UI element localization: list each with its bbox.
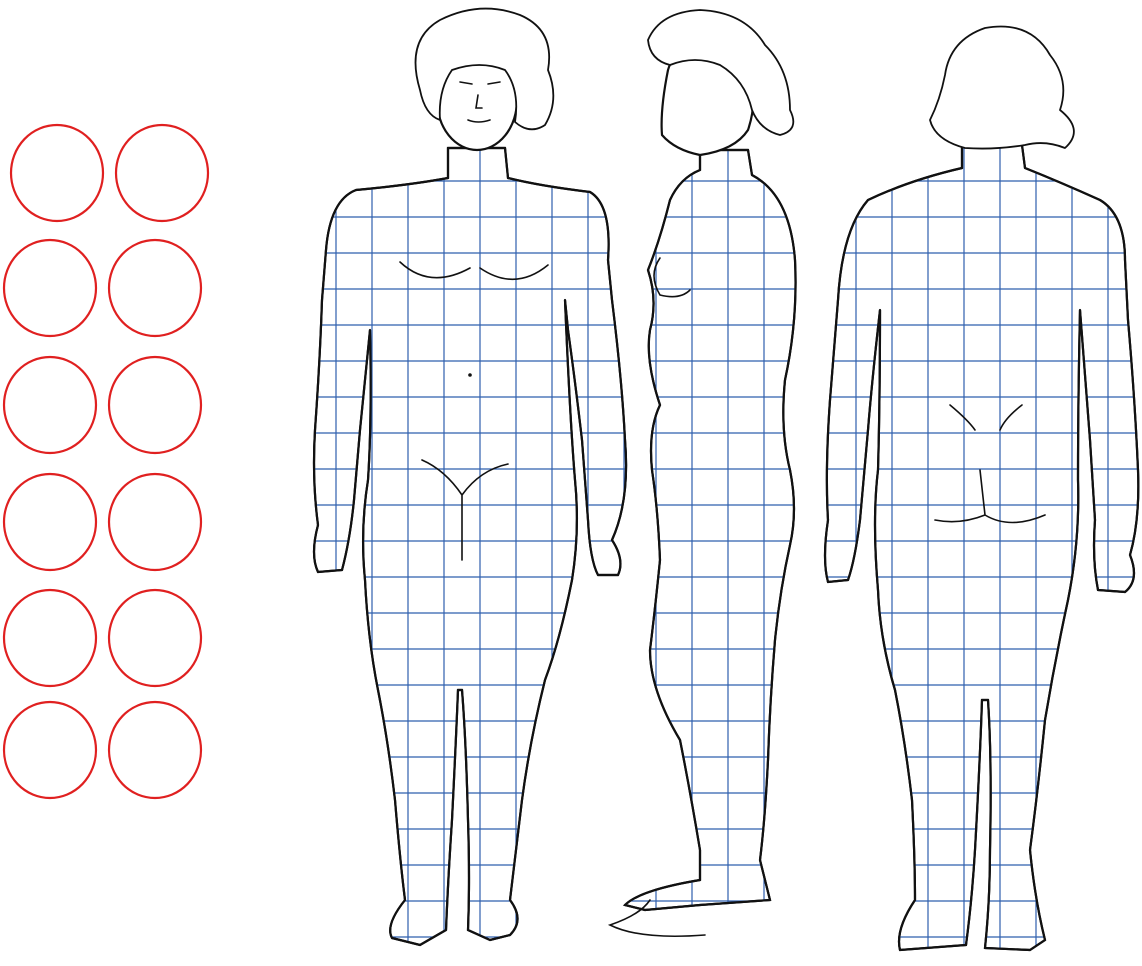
front-navel — [468, 373, 472, 377]
marker-circle-r6-c2[interactable] — [109, 702, 201, 798]
back-head-hair — [930, 27, 1074, 149]
marker-circle-r5-c1[interactable] — [4, 590, 96, 686]
marker-circle-r6-c1[interactable] — [4, 702, 96, 798]
marker-circle-r1-c1[interactable] — [11, 125, 103, 221]
marker-circle-r4-c2[interactable] — [109, 474, 201, 570]
marker-circles — [4, 125, 208, 798]
figure-side — [610, 10, 810, 960]
figure-front — [300, 9, 640, 960]
marker-circle-r3-c1[interactable] — [4, 357, 96, 453]
marker-circle-r4-c1[interactable] — [4, 474, 96, 570]
figure-back — [820, 27, 1142, 960]
marker-circle-r5-c2[interactable] — [109, 590, 201, 686]
marker-circle-r1-c2[interactable] — [116, 125, 208, 221]
marker-circle-r3-c2[interactable] — [109, 357, 201, 453]
marker-circle-r2-c2[interactable] — [109, 240, 201, 336]
back-body-outline — [825, 145, 1138, 950]
marker-circle-r2-c1[interactable] — [4, 240, 96, 336]
